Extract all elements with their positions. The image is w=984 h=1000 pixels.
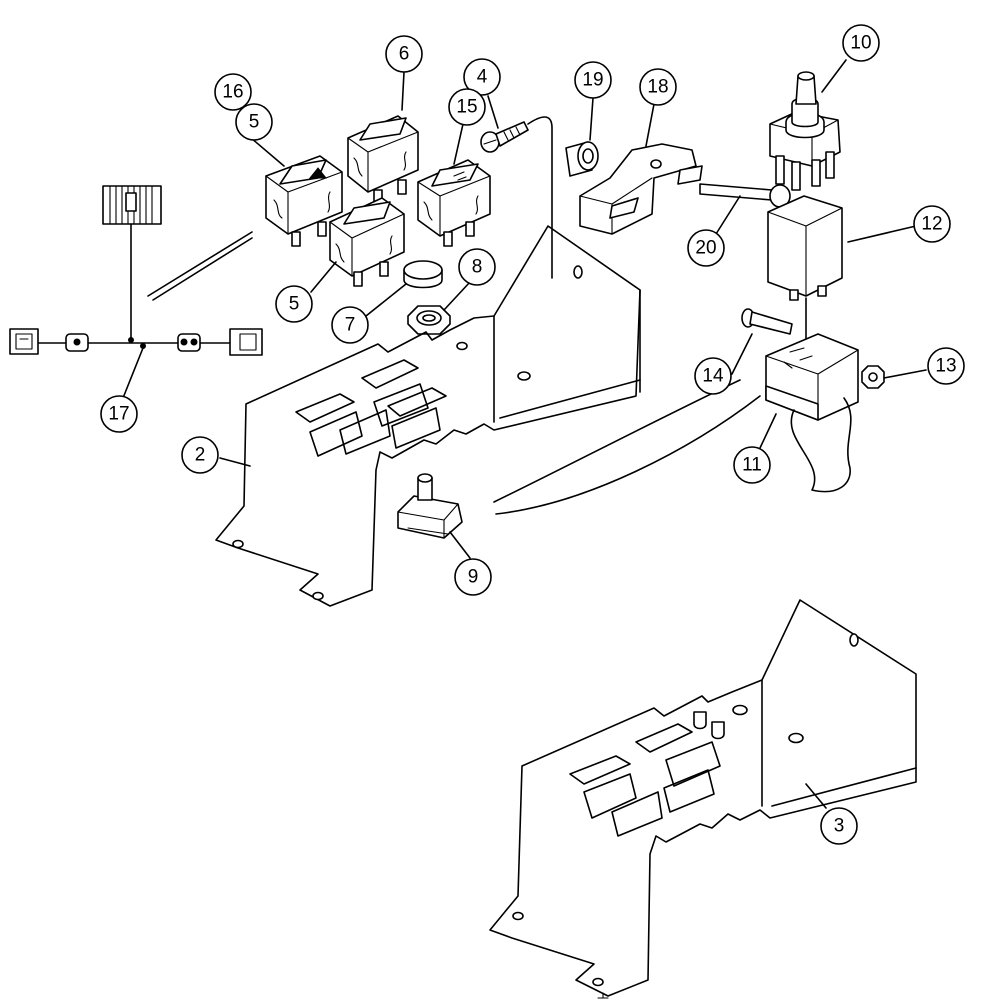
callout-18: 18 bbox=[639, 68, 677, 106]
svg-text:7: 7 bbox=[345, 315, 356, 336]
svg-text:5: 5 bbox=[249, 112, 260, 133]
routing-guide-line bbox=[495, 395, 761, 515]
callout-12: 12 bbox=[913, 205, 951, 243]
hex-nut bbox=[407, 305, 451, 335]
callout-16: 16 bbox=[214, 73, 252, 111]
callout-11: 11 bbox=[733, 446, 771, 484]
rocker-switch-hazard bbox=[265, 155, 343, 247]
svg-text:11: 11 bbox=[742, 455, 762, 476]
svg-text:6: 6 bbox=[399, 44, 410, 65]
pin bbox=[699, 183, 791, 208]
svg-text:10: 10 bbox=[850, 33, 871, 54]
svg-text:14: 14 bbox=[702, 366, 724, 387]
svg-text:3: 3 bbox=[834, 816, 845, 837]
wiring-harness bbox=[9, 185, 263, 356]
mounting-bracket-lower bbox=[489, 599, 917, 997]
relay bbox=[767, 195, 843, 345]
rocker-switch-bottom bbox=[329, 197, 405, 287]
svg-text:5: 5 bbox=[289, 294, 300, 315]
corner-mark bbox=[597, 992, 609, 999]
svg-text:20: 20 bbox=[695, 238, 716, 259]
plug-cap bbox=[403, 260, 443, 289]
svg-text:17: 17 bbox=[108, 404, 129, 425]
callout-19: 19 bbox=[574, 61, 612, 99]
svg-text:18: 18 bbox=[647, 77, 668, 98]
svg-text:15: 15 bbox=[456, 97, 477, 118]
svg-text:13: 13 bbox=[935, 356, 956, 377]
toggle-switch bbox=[769, 71, 841, 191]
svg-text:9: 9 bbox=[468, 567, 479, 588]
callout-6: 6 bbox=[385, 35, 423, 73]
svg-text:12: 12 bbox=[921, 214, 942, 235]
callout-2: 2 bbox=[181, 436, 219, 474]
svg-text:16: 16 bbox=[222, 82, 243, 103]
screw bbox=[480, 116, 553, 279]
svg-text:8: 8 bbox=[472, 257, 483, 278]
mounting-bracket-upper bbox=[215, 225, 641, 607]
rocker-switch-top bbox=[347, 115, 419, 205]
callout-10: 10 bbox=[842, 24, 880, 62]
relay-socket bbox=[765, 333, 859, 493]
svg-text:2: 2 bbox=[195, 445, 206, 466]
rocker-switch-right bbox=[417, 159, 491, 247]
svg-text:19: 19 bbox=[582, 70, 603, 91]
callout-4: 4 bbox=[463, 58, 501, 96]
callout-5: 5 bbox=[235, 103, 273, 141]
callout-7: 7 bbox=[331, 306, 369, 344]
routing-guide-line bbox=[493, 379, 741, 503]
callout-8: 8 bbox=[458, 248, 496, 286]
pushbutton-switch bbox=[397, 473, 463, 539]
bushing bbox=[565, 141, 599, 177]
callout-9: 9 bbox=[454, 558, 492, 596]
bolt bbox=[741, 308, 793, 335]
callout-14: 14 bbox=[694, 357, 732, 395]
callout-3: 3 bbox=[820, 807, 858, 845]
callout-20: 20 bbox=[687, 229, 725, 267]
lock-nut bbox=[861, 365, 885, 389]
callout-13: 13 bbox=[927, 347, 965, 385]
callout-15: 15 bbox=[448, 88, 486, 126]
leader-lines bbox=[122, 59, 927, 809]
svg-text:4: 4 bbox=[477, 67, 488, 88]
callout-5: 5 bbox=[275, 285, 313, 323]
switch-mount bbox=[579, 143, 703, 235]
callout-17: 17 bbox=[100, 395, 138, 433]
